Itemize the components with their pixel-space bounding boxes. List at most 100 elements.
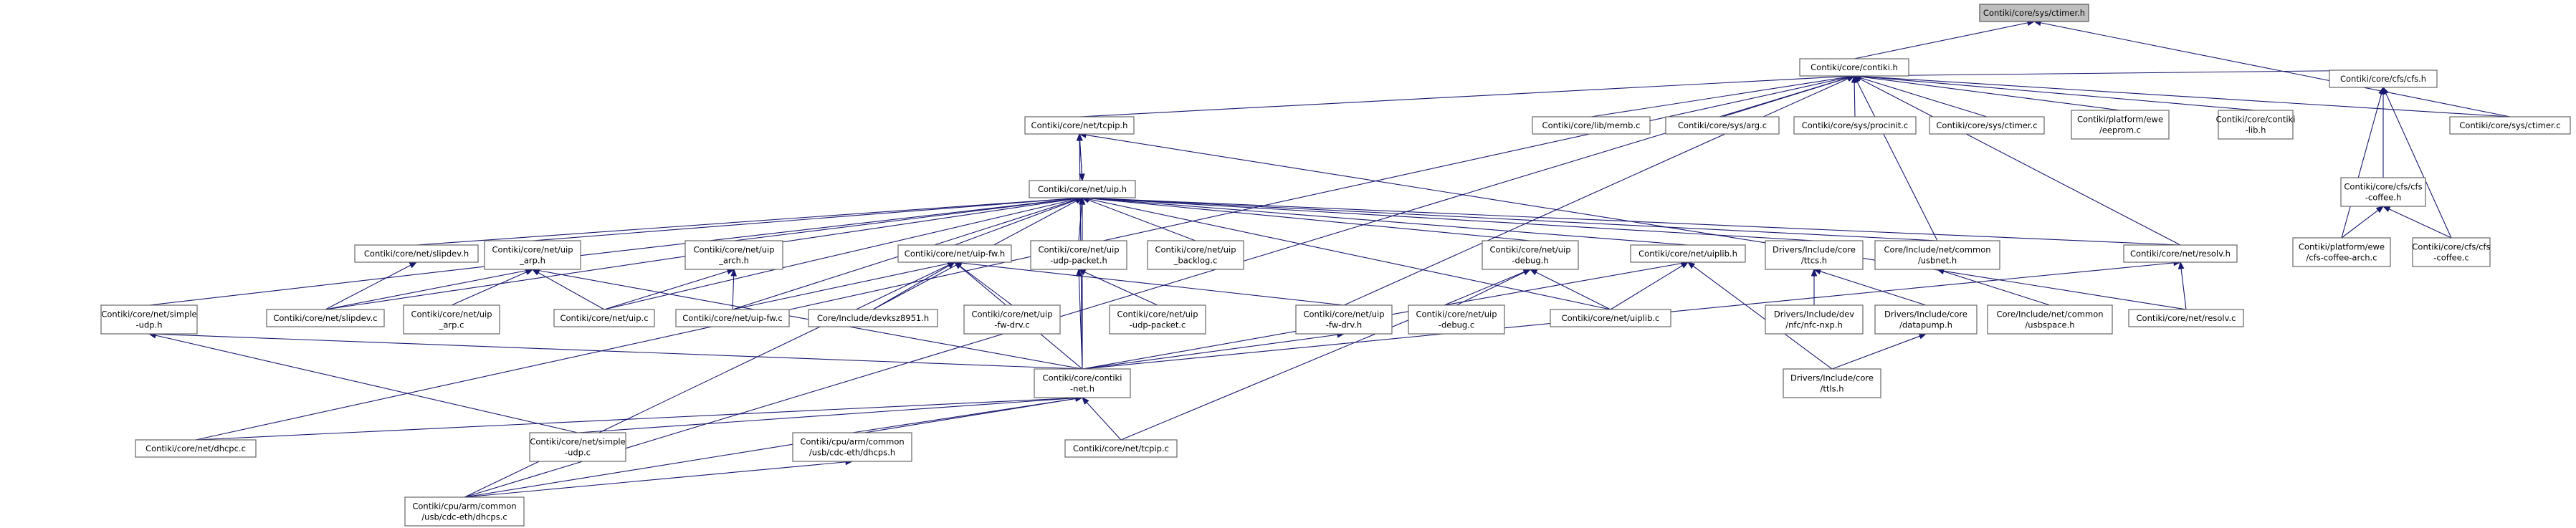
node-contiki-h[interactable]: Contiki/core/contiki.h xyxy=(1799,58,1909,77)
node-timer-c[interactable]: Contiki/core/sys/ctimer.c xyxy=(1929,116,2045,135)
node-devksz-h[interactable]: Core/Include/devksz8951.h xyxy=(808,309,938,327)
edge-ttls_h-to-datapump_h xyxy=(1831,333,1927,370)
edge-line xyxy=(1082,197,1611,310)
node-simple-udp-c[interactable]: Contiki/core/net/simple-udp.c xyxy=(529,432,626,462)
node-uip-arch-h[interactable]: Contiki/core/net/uip_arch.h xyxy=(684,240,783,270)
node-label: Contiki/core/net/tcpip.h xyxy=(1031,120,1128,130)
edge-line xyxy=(1082,197,1531,241)
node-uip-debug-c[interactable]: Contiki/core/net/uip-debug.c xyxy=(1408,304,1505,335)
edge-line xyxy=(532,269,1083,370)
node-arg-c[interactable]: Contiki/core/sys/arg.c xyxy=(1665,116,1780,135)
node-ttcs-h[interactable]: Drivers/Include/core/ttcs.h xyxy=(1765,240,1864,270)
node-resolv-h[interactable]: Contiki/core/net/resolv.h xyxy=(2123,244,2238,263)
edge-cfs_coffee_arch_c-to-cfs_h xyxy=(2341,86,2385,239)
node-label: Contiki/core/net/resolv.h xyxy=(2130,249,2231,259)
edge-uip_udp_packet_c-to-uip_udp_packet_h xyxy=(1077,269,1158,306)
node-label: Contiki/core/sys/procinit.c xyxy=(1802,120,1909,130)
node-uip-fw-drv-h[interactable]: Contiki/core/net/uip-fw-drv.h xyxy=(1295,304,1393,335)
node-uip-h[interactable]: Contiki/core/net/uip.h xyxy=(1029,180,1136,198)
edge-contiki_net_h-to-simple_udp_h xyxy=(148,331,1083,370)
edge-arrowhead xyxy=(1079,196,1086,205)
edge-line xyxy=(1078,197,1083,241)
node-uip-arp-c[interactable]: Contiki/core/net/uip_arp.c xyxy=(403,304,500,335)
node-simple-udp-h[interactable]: Contiki/core/net/simple-udp.h xyxy=(100,304,198,335)
edge-resolv_h-to-uip_h xyxy=(1081,195,2181,246)
node-cfs-coffee-arch-c[interactable]: Contiki/platform/ewe/cfs-coffee-arch.c xyxy=(2292,237,2391,267)
node-box xyxy=(2449,116,2571,135)
node-label: -debug.h xyxy=(1512,256,1548,266)
node-uip-fw-drv-c[interactable]: Contiki/core/net/uip-fw-drv.c xyxy=(963,304,1061,335)
edge-line xyxy=(732,261,955,310)
node-label: Core/Include/devksz8951.h xyxy=(817,313,929,323)
node-uip-debug-h[interactable]: Contiki/core/net/uip-debug.h xyxy=(1482,240,1579,270)
node-uip-c[interactable]: Contiki/core/net/uip.c xyxy=(553,309,655,327)
node-box xyxy=(1874,240,2000,270)
node-uiplib-h[interactable]: Contiki/core/net/uiplib.h xyxy=(1630,244,1746,263)
node-box xyxy=(684,240,783,270)
edge-uip_backlog_c-to-uip_h xyxy=(1081,197,1196,241)
node-box xyxy=(135,439,257,458)
edge-line xyxy=(532,197,1083,241)
edge-tcpip_c-to-contiki_net_h xyxy=(1082,397,1122,441)
node-slipdev-h[interactable]: Contiki/core/net/slipdev.h xyxy=(354,244,479,263)
node-box xyxy=(1147,240,1244,270)
edge-line xyxy=(2382,87,2452,239)
node-ctimer-h[interactable]: Contiki/core/sys/ctimer.h xyxy=(1979,4,2089,22)
node-eeprom-c[interactable]: Contiki/platform/ewe/eeprom.c xyxy=(2071,110,2170,140)
node-label: -coffee.c xyxy=(2433,253,2469,263)
node-uip-udp-packet-h[interactable]: Contiki/core/net/uip-udp-packet.h xyxy=(1030,240,1127,270)
node-contiki-lib-h[interactable]: Contiki/core/contiki-lib.h xyxy=(2216,110,2296,140)
node-box xyxy=(2218,110,2294,140)
edge-line xyxy=(148,333,1083,370)
node-uip-backlog-c[interactable]: Contiki/core/net/uip_backlog.c xyxy=(1147,240,1244,270)
node-dhcpc-c[interactable]: Contiki/core/net/dhcpc.c xyxy=(135,439,257,458)
node-dhcps-h[interactable]: Contiki/cpu/arm/common/usb/cdc-eth/dhcps… xyxy=(792,432,912,462)
node-label: Contiki/core/net/uiplib.h xyxy=(1638,249,1737,259)
node-label: Contiki/core/cfs/cfs xyxy=(2412,242,2490,252)
node-cfs-coffee-h[interactable]: Contiki/core/cfs/cfs-coffee.h xyxy=(2340,177,2426,207)
node-tcpip-c[interactable]: Contiki/core/net/tcpip.c xyxy=(1064,439,1178,458)
edge-arrowhead xyxy=(2177,261,2185,269)
edge-ttls_h-to-uiplib_h xyxy=(1687,261,1833,370)
edge-line xyxy=(1082,333,1345,370)
node-uip-fw-c[interactable]: Contiki/core/net/uip-fw.c xyxy=(675,309,790,327)
node-cfs-coffee-c[interactable]: Contiki/core/cfs/cfs-coffee.c xyxy=(2412,237,2491,267)
node-ttls-h[interactable]: Drivers/Include/core/ttls.h xyxy=(1783,368,1881,398)
node-usbspace-h[interactable]: Core/Include/net/common/usbspace.h xyxy=(1987,304,2113,335)
node-box xyxy=(808,309,938,327)
node-label: Contiki/core/net/simple xyxy=(530,437,625,447)
node-label: -fw-drv.c xyxy=(994,320,1029,330)
edge-line xyxy=(2341,206,2384,239)
node-box xyxy=(2340,177,2426,207)
edge-dhcps_h-to-contiki_net_h xyxy=(851,395,1084,433)
edge-line xyxy=(954,261,1345,306)
node-uiplib-c[interactable]: Contiki/core/net/uiplib.c xyxy=(1550,309,1671,327)
edge-line xyxy=(1854,69,2384,77)
node-label: _arch.h xyxy=(718,256,749,266)
node-memb-c[interactable]: Contiki/core/lib/memb.c xyxy=(1532,116,1651,135)
node-uip-fw-h[interactable]: Contiki/core/net/uip-fw.h xyxy=(897,244,1012,263)
node-dhcps-c[interactable]: Contiki/cpu/arm/common/usb/cdc-eth/dhcps… xyxy=(404,496,525,527)
edge-dhcps_c-to-dhcps_h xyxy=(464,459,854,498)
node-label: Contiki/core/net/uiplib.c xyxy=(1562,313,1660,323)
node-nfc-nxp-h[interactable]: Drivers/Include/dev/nfc/nfc-nxp.h xyxy=(1765,304,1864,335)
edge-line xyxy=(1082,397,1122,441)
node-resolv-c[interactable]: Contiki/core/net/resolv.c xyxy=(2128,309,2244,327)
node-tcpip-h[interactable]: Contiki/core/net/tcpip.h xyxy=(1024,116,1135,135)
node-ctimer-c[interactable]: Contiki/core/sys/ctimer.c xyxy=(2449,116,2571,135)
node-label: Contiki/core/net/dhcpc.c xyxy=(146,443,246,453)
edge-cfs_coffee_c-to-cfs_coffee_h xyxy=(2382,206,2452,239)
node-uip-arp-h[interactable]: Contiki/core/net/uip_arp.h xyxy=(484,240,581,270)
node-label: Drivers/Include/core xyxy=(1773,245,1856,255)
node-cfs-h[interactable]: Contiki/core/cfs/cfs.h xyxy=(2329,69,2438,88)
node-uip-udp-packet-c[interactable]: Contiki/core/net/uip-udp-packet.c xyxy=(1109,304,1206,335)
edge-line xyxy=(1456,269,1531,306)
node-contiki-net-h[interactable]: Contiki/core/contiki-net.h xyxy=(1034,368,1131,398)
node-procinit-c[interactable]: Contiki/core/sys/procinit.c xyxy=(1793,116,1917,135)
node-datapump-h[interactable]: Drivers/Include/core/datapump.h xyxy=(1874,304,1978,335)
edge-line xyxy=(148,197,1083,306)
node-label: Contiki/core/net/uip-fw.c xyxy=(682,313,782,323)
node-slipdev-c[interactable]: Contiki/core/net/slipdev.c xyxy=(266,309,385,327)
node-usbnet-h[interactable]: Core/Include/net/common/usbnet.h xyxy=(1874,240,2000,270)
